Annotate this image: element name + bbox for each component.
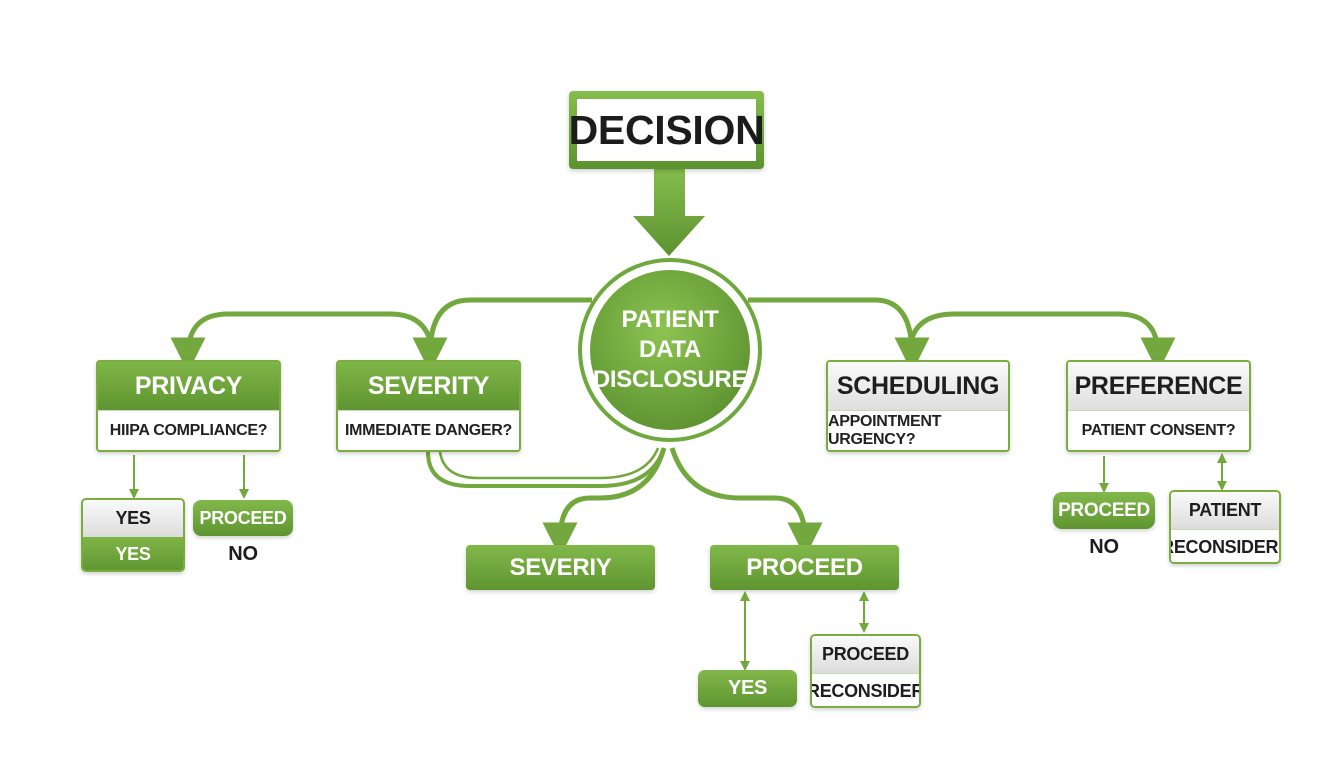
card-scheduling: SCHEDULING APPOINTMENT URGENCY?: [826, 360, 1010, 452]
privacy-yes-stack: YES YES: [81, 498, 185, 572]
card-preference-question: PATIENT CONSENT?: [1068, 410, 1249, 450]
connector-center-to-severiy: [542, 447, 667, 558]
card-preference: PREFERENCE PATIENT CONSENT?: [1066, 360, 1251, 452]
privacy-yes-bottom: YES: [83, 537, 183, 570]
card-scheduling-title: SCHEDULING: [828, 362, 1008, 410]
preference-patient-top: PATIENT: [1171, 492, 1279, 529]
proceed-reconsider-stack: PROCEED RECONSIDER: [810, 634, 921, 708]
center-node: [590, 270, 750, 430]
card-preference-title: PREFERENCE: [1068, 362, 1249, 410]
connector-center-to-scheduling: [748, 297, 930, 373]
preference-patient-stack: PATIENT RECONSIDER?: [1169, 490, 1281, 564]
preference-patient-bottom: RECONSIDER?: [1171, 529, 1279, 562]
card-privacy-title: PRIVACY: [98, 362, 279, 410]
card-privacy-question: HIIPA COMPLIANCE?: [98, 410, 279, 450]
preference-proceed-pill: PROCEED: [1053, 492, 1155, 529]
center-node-label: PATIENT DATA DISCLOSURE: [592, 306, 748, 393]
decision-title: DECISION: [569, 99, 765, 161]
proceed-reconsider-top: PROCEED: [812, 636, 919, 673]
connector-severity-loop: [426, 447, 666, 488]
proceed-pill: PROCEED: [710, 545, 899, 590]
connector-center-to-proceed: [669, 447, 823, 558]
proceed-reconsider-bottom: RECONSIDER: [812, 673, 919, 706]
card-severity-title: SEVERITY: [338, 362, 519, 410]
preference-no-text: NO: [1089, 536, 1119, 558]
privacy-no-text: NO: [228, 543, 258, 565]
card-scheduling-question: APPOINTMENT URGENCY?: [828, 410, 1008, 450]
proceed-yes-pill: YES: [698, 670, 797, 707]
privacy-yes-top: YES: [83, 500, 183, 537]
connector-center-to-severity: [412, 297, 592, 373]
connector-branch-to-privacy: [170, 311, 433, 373]
connector-loop-inner: [438, 447, 660, 480]
privacy-proceed-pill: PROCEED: [193, 500, 293, 536]
decision-title-box: DECISION: [569, 91, 765, 169]
main-arrow: [633, 168, 705, 256]
severiy-pill: SEVERIY: [466, 545, 655, 590]
connector-branch-to-preference: [909, 311, 1176, 373]
card-privacy: PRIVACY HIIPA COMPLIANCE?: [96, 360, 281, 452]
card-severity-question: IMMEDIATE DANGER?: [338, 410, 519, 450]
card-severity: SEVERITY IMMEDIATE DANGER?: [336, 360, 521, 452]
